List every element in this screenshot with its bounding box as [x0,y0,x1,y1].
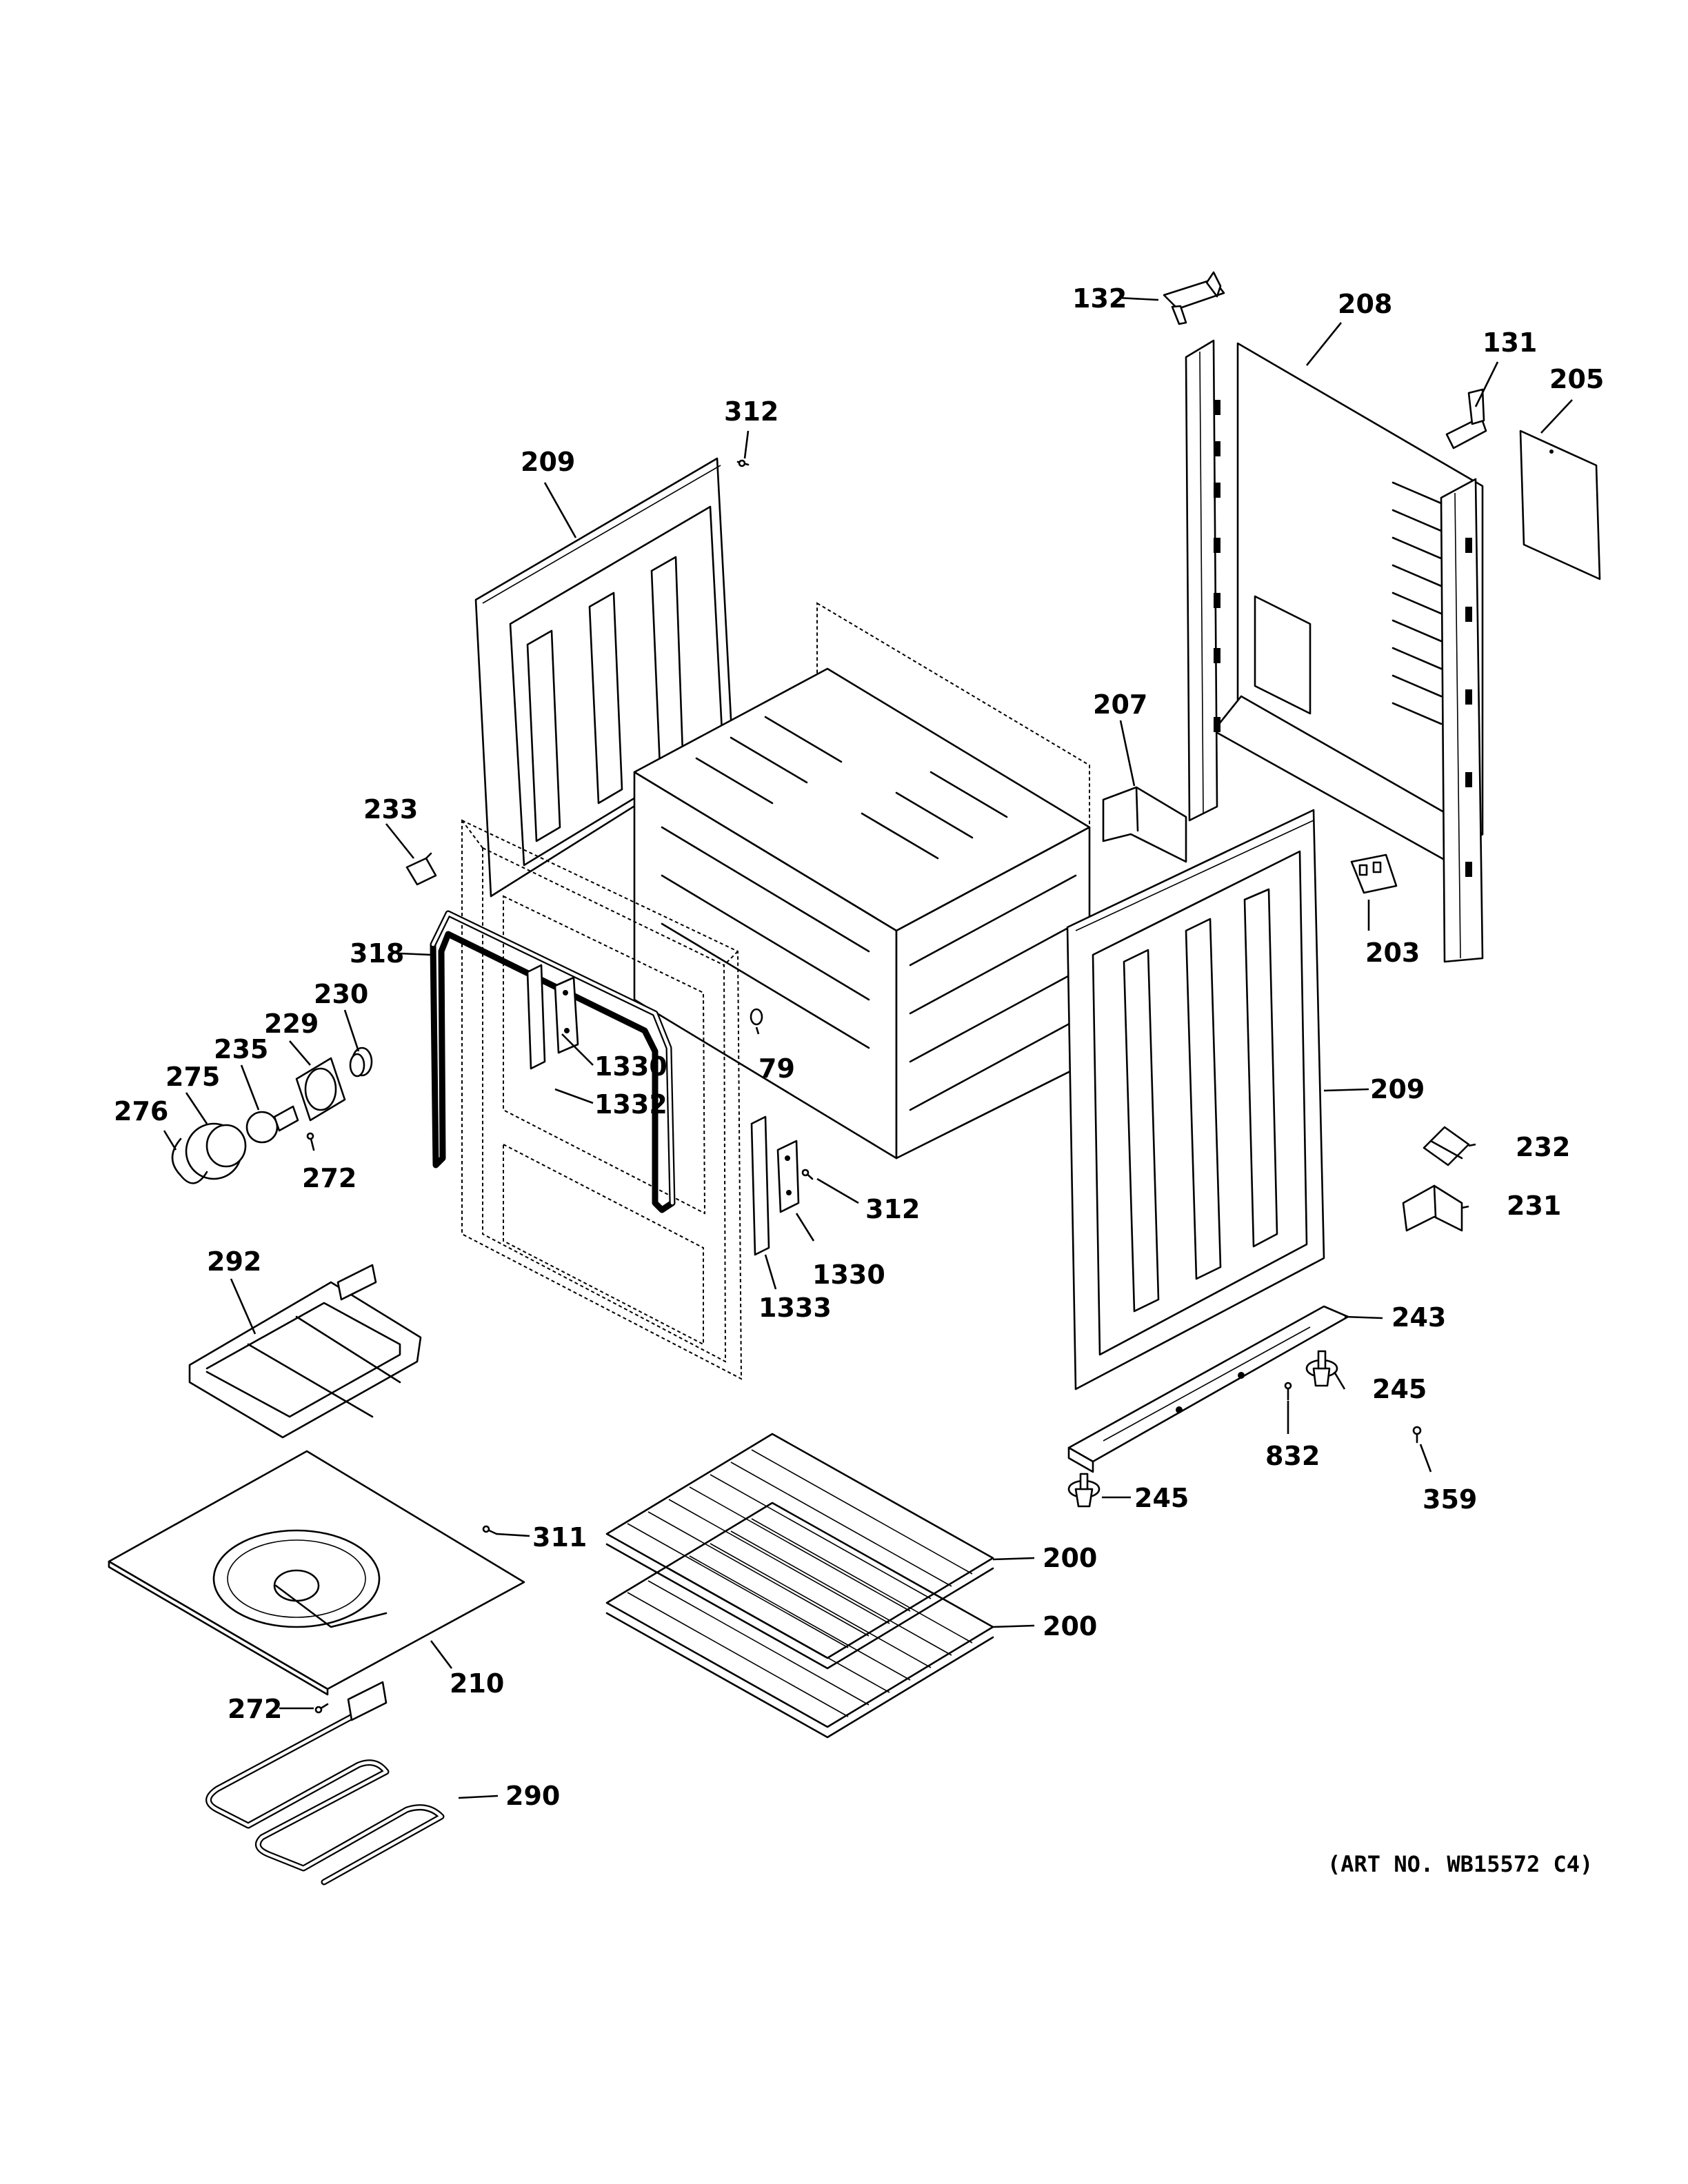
lamp-socket-229 [295,1057,346,1122]
callout-275: 275 [165,1062,220,1092]
callout-243: 243 [1391,1302,1446,1333]
hinge-1333 [750,1115,800,1256]
oven-bottom-210 [108,1450,525,1696]
screw-359 [1412,1426,1422,1444]
front-frame [461,819,743,1380]
callout-272-lamp: 272 [302,1163,356,1193]
bake-element-290 [205,1681,445,1885]
callout-245-left: 245 [1134,1483,1189,1513]
callout-318: 318 [350,938,404,969]
box-bracket-207 [1102,786,1187,863]
callout-359: 359 [1423,1484,1477,1515]
screw-311 [482,1525,498,1535]
switch-233 [405,852,437,886]
screw-832 [1284,1382,1292,1401]
callout-290: 290 [505,1781,560,1811]
lamp-clip-276 [171,1138,208,1184]
screw-312-top [736,459,750,467]
oven-rack-200-bottom [605,1502,994,1739]
callout-272-bake: 272 [228,1694,282,1724]
door-gasket-318 [430,910,676,1213]
screw-272-bake [314,1703,329,1714]
bracket-132 [1163,271,1225,325]
back-panel-208 [1185,339,1484,963]
bracket-232 [1423,1126,1470,1166]
hinge-1332 [526,964,579,1070]
leveling-leg-245-right [1305,1350,1338,1387]
lamp-ring-230 [349,1046,373,1078]
callout-205: 205 [1549,364,1604,394]
callout-79: 79 [758,1053,795,1084]
callout-200-lower: 200 [1043,1611,1097,1641]
art-number: (ART NO. WB15572 C4) [1327,1851,1593,1877]
callout-1333: 1333 [758,1293,832,1323]
callout-311: 311 [532,1522,587,1553]
callout-232: 232 [1516,1132,1570,1162]
toe-kick-243 [1067,1305,1349,1473]
side-panel-209-left [474,457,734,898]
callout-labels: 132 208 131 205 312 209 207 233 203 318 … [114,283,1604,1877]
callout-1330-lower: 1330 [812,1260,885,1290]
callout-203: 203 [1365,938,1420,968]
callout-231: 231 [1507,1191,1561,1221]
callout-230: 230 [314,979,368,1009]
terminal-block-203 [1350,853,1398,894]
callout-312-mid: 312 [865,1194,920,1224]
leader-lines [163,296,1573,1799]
leveling-leg-245-left [1067,1473,1101,1508]
callout-209-left: 209 [521,447,575,477]
callout-200-upper: 200 [1043,1543,1097,1573]
callout-245-right: 245 [1372,1374,1427,1404]
broil-element-292 [188,1264,422,1439]
screw-312-mid [801,1169,814,1180]
callout-208: 208 [1338,289,1392,319]
callout-832: 832 [1265,1441,1320,1471]
side-panel-209-right [1066,809,1325,1391]
callout-229: 229 [264,1009,319,1039]
oven-cavity [633,602,1091,1160]
callout-131: 131 [1483,327,1537,358]
callout-209-right: 209 [1370,1074,1425,1104]
callout-235: 235 [214,1034,268,1064]
callout-292: 292 [207,1246,261,1277]
bracket-231 [1402,1184,1463,1232]
callout-233: 233 [363,794,418,825]
grommet-79 [750,1008,763,1026]
callout-207: 207 [1093,689,1147,720]
callout-312-top: 312 [724,396,778,427]
callout-210: 210 [450,1668,504,1699]
callout-1332: 1332 [594,1089,667,1120]
callout-1330-upper: 1330 [594,1051,667,1082]
callout-132: 132 [1072,283,1127,314]
insulation-sheet-205 [1519,429,1601,580]
screw-272-lamp [306,1132,315,1151]
callout-276: 276 [114,1096,168,1126]
lamp-lens-275 [185,1122,247,1180]
lamp-bulb-235 [245,1105,299,1144]
